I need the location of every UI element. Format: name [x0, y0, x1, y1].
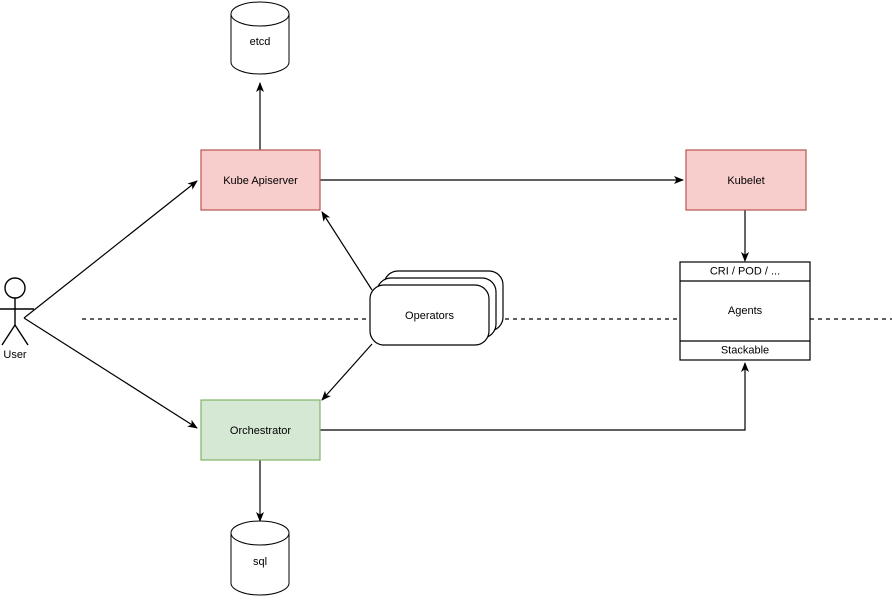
- edge-user-to-kube-apiserver: [23, 180, 198, 319]
- node-etcd[interactable]: etcd: [230, 1, 290, 75]
- agents-stack-segment-agents-label: Agents: [728, 305, 763, 317]
- node-kubelet[interactable]: Kubelet: [685, 149, 807, 211]
- actor-user[interactable]: User: [0, 277, 34, 361]
- operators-card-front: [369, 284, 490, 346]
- node-agents-stack[interactable]: CRI / POD / ... Agents Stackable: [679, 261, 811, 361]
- orchestrator-box: [200, 399, 321, 461]
- actor-leg-left-icon: [1, 324, 16, 346]
- etcd-cylinder-body: [230, 14, 290, 75]
- sql-cylinder-top: [230, 520, 290, 546]
- edge-operators-to-orchestrator: [321, 343, 373, 401]
- agents-stack-segment-cri-label: CRI / POD / ...: [710, 265, 780, 277]
- kube-apiserver-box: [200, 149, 321, 211]
- actor-leg-right-icon: [14, 324, 29, 346]
- edge-orchestrator-to-stackable: [320, 362, 749, 431]
- sql-label: sql: [253, 556, 267, 568]
- etcd-label: etcd: [250, 36, 271, 48]
- actor-head-icon: [4, 277, 26, 299]
- agents-stack-outer-box: [679, 261, 811, 361]
- kubelet-box: [685, 149, 807, 211]
- node-orchestrator[interactable]: Orchestrator: [200, 399, 321, 461]
- edge-operators-to-kube-apiserver: [321, 211, 373, 291]
- edge-user-to-orchestrator: [23, 317, 198, 429]
- etcd-cylinder-top: [230, 1, 290, 27]
- kube-apiserver-label: Kube Apiserver: [223, 175, 298, 187]
- orchestrator-label: Orchestrator: [230, 425, 291, 437]
- node-sql[interactable]: sql: [230, 520, 290, 596]
- actor-user-label: User: [3, 349, 27, 361]
- sql-cylinder-body: [230, 533, 290, 596]
- node-kube-apiserver[interactable]: Kube Apiserver: [200, 149, 321, 211]
- node-operators[interactable]: Operators: [369, 270, 504, 346]
- operators-label: Operators: [405, 310, 454, 322]
- edge-layer: [23, 82, 749, 522]
- agents-stack-segment-stackable-label: Stackable: [721, 344, 769, 356]
- kubelet-label: Kubelet: [727, 175, 764, 187]
